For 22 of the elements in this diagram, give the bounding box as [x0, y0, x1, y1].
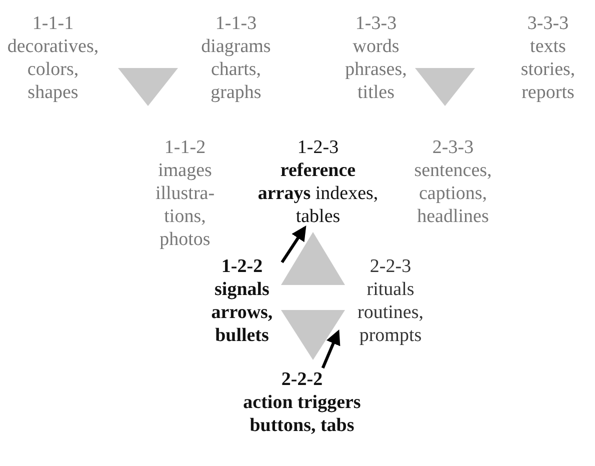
category-text: action triggers buttons, tabs	[242, 391, 362, 437]
arrow	[280, 226, 306, 264]
code-heading: 1-2-3	[296, 136, 340, 159]
code-heading: 1-1-1	[31, 12, 75, 35]
category-text: texts stories, reports	[520, 35, 576, 104]
category-text: sentences, captions, headlines	[413, 159, 493, 228]
code-heading: 1-2-2	[220, 255, 264, 278]
code-heading: 1-1-3	[214, 12, 258, 35]
category-text: words phrases, titles	[344, 35, 408, 104]
category-text: decoratives, colors, shapes	[6, 35, 100, 104]
category-text: rituals routines, prompts	[356, 278, 424, 347]
arrow	[321, 330, 340, 369]
category-text: diagrams charts, graphs	[200, 35, 272, 104]
code-heading: 1-1-2	[163, 136, 207, 159]
code-heading: 1-3-3	[354, 12, 398, 35]
code-heading: 2-2-2	[280, 368, 324, 391]
code-heading: 3-3-3	[526, 12, 570, 35]
category-text: images illustra- tions, photos	[154, 159, 216, 251]
category-text: reference arrays indexes, tables	[257, 159, 379, 228]
category-text: signals arrows, bullets	[210, 278, 274, 347]
code-heading: 2-2-3	[368, 255, 412, 278]
code-heading: 2-3-3	[431, 136, 475, 159]
